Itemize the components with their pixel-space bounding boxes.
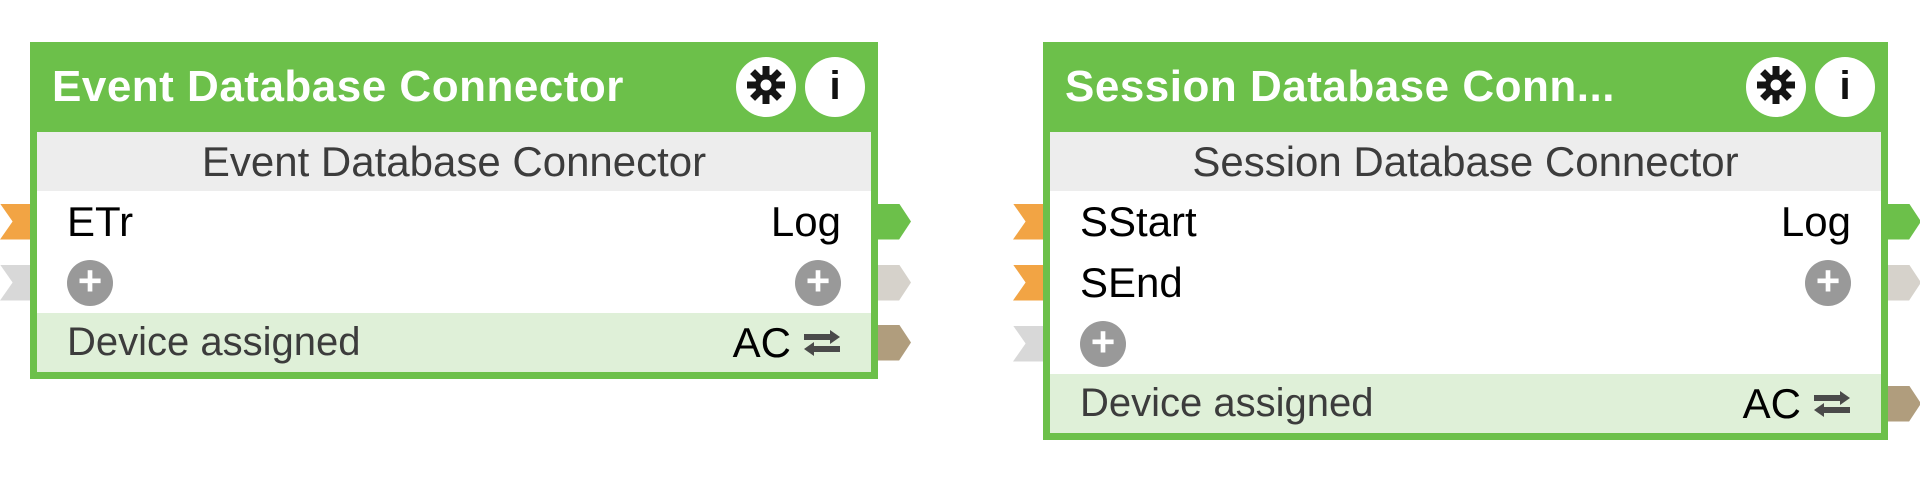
output-port-log[interactable] [878, 203, 911, 240]
add-port-row: + [1013, 313, 1881, 374]
input-port-add[interactable] [1013, 325, 1043, 362]
node-header[interactable]: Session Database Conn... [1043, 42, 1888, 132]
output-port-ac[interactable] [1888, 385, 1920, 422]
add-input-button[interactable]: + [67, 259, 113, 306]
add-input-button[interactable]: + [1080, 320, 1126, 367]
port-row: ETr Log [0, 191, 911, 252]
output-port-log[interactable] [1888, 203, 1920, 240]
port-row: SStart Log [1013, 191, 1920, 252]
input-port-label: SStart [1080, 197, 1197, 245]
gear-icon [1756, 65, 1796, 110]
node-header[interactable]: Event Database Connector [30, 42, 878, 132]
node-subtitle: Event Database Connector [37, 132, 871, 191]
info-icon: i [1839, 64, 1851, 108]
status-text: Device assigned [1080, 381, 1374, 425]
input-port-etr[interactable] [0, 203, 30, 240]
node-footer: Device assigned AC [1050, 374, 1920, 433]
input-port-sstart[interactable] [1013, 203, 1043, 240]
output-port-ac[interactable] [878, 324, 911, 361]
add-port-row: + + [0, 252, 911, 313]
input-port-add[interactable] [0, 264, 30, 301]
status-text: Device assigned [67, 320, 361, 364]
swap-arrows-icon [803, 327, 841, 359]
ac-port-label: AC [732, 318, 791, 366]
node-footer: Device assigned AC [37, 313, 911, 372]
port-row: SEnd + [1013, 252, 1920, 313]
settings-button[interactable] [736, 57, 796, 117]
gear-icon [746, 65, 786, 110]
node-subtitle: Session Database Connector [1050, 132, 1881, 191]
info-icon: i [829, 64, 841, 108]
output-port-label: Log [770, 197, 841, 245]
input-port-label: ETr [67, 197, 134, 245]
input-port-label: SEnd [1080, 258, 1183, 306]
ac-port-label: AC [1742, 379, 1801, 427]
output-port-add[interactable] [878, 264, 911, 301]
output-port-label: Log [1780, 197, 1851, 245]
settings-button[interactable] [1746, 57, 1806, 117]
info-button[interactable]: i [1815, 57, 1875, 117]
swap-arrows-icon [1813, 388, 1851, 420]
add-output-button[interactable]: + [1805, 259, 1851, 306]
node-title: Session Database Conn... [1065, 62, 1615, 111]
add-output-button[interactable]: + [795, 259, 841, 306]
node-event-database-connector[interactable]: Event Database Connector [0, 42, 911, 379]
input-port-send[interactable] [1013, 264, 1043, 301]
info-button[interactable]: i [805, 57, 865, 117]
node-session-database-connector[interactable]: Session Database Conn... [1013, 42, 1920, 440]
node-title: Event Database Connector [52, 62, 624, 111]
output-port-add[interactable] [1888, 264, 1920, 301]
